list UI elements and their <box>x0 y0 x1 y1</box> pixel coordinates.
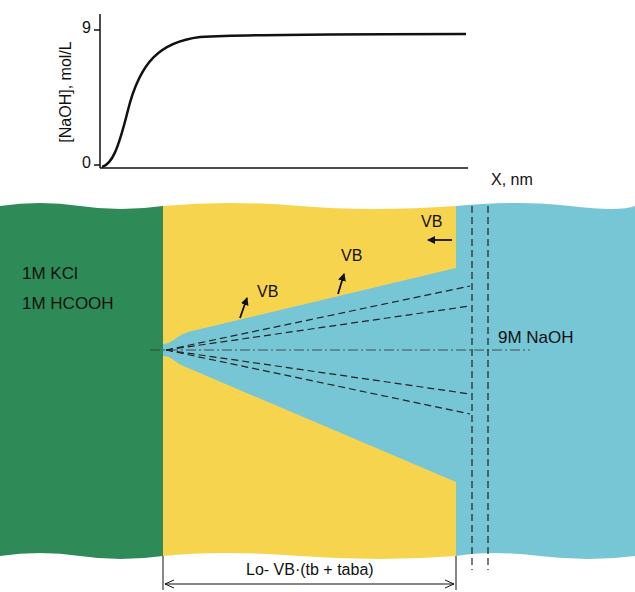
region-label: 1M KCl <box>22 264 78 284</box>
region-label: 1M HCOOH <box>22 294 114 314</box>
dimension-line <box>163 556 456 590</box>
pore-lines <box>166 206 488 570</box>
solution-regions <box>0 203 635 559</box>
velocity-label: VB <box>255 283 280 301</box>
tick-label: 0 <box>82 154 91 172</box>
region-label: 9M NaOH <box>498 328 574 348</box>
concentration-chart <box>94 14 468 168</box>
dimension-label: Lo- VB·(tb + taba) <box>246 561 374 579</box>
velocity-label: VB <box>419 213 444 231</box>
velocity-label: VB <box>339 247 364 265</box>
tick-label: 9 <box>82 19 91 37</box>
axis-line <box>150 350 530 351</box>
solution-region: 9M NaOH <box>456 210 635 550</box>
axis-label: X, nm <box>491 171 533 189</box>
velocity-arrows <box>240 240 452 318</box>
solution-region: 1M KCl 1M HCOOH <box>0 210 163 550</box>
axis-label: [NaOH], mol/L <box>57 41 75 142</box>
